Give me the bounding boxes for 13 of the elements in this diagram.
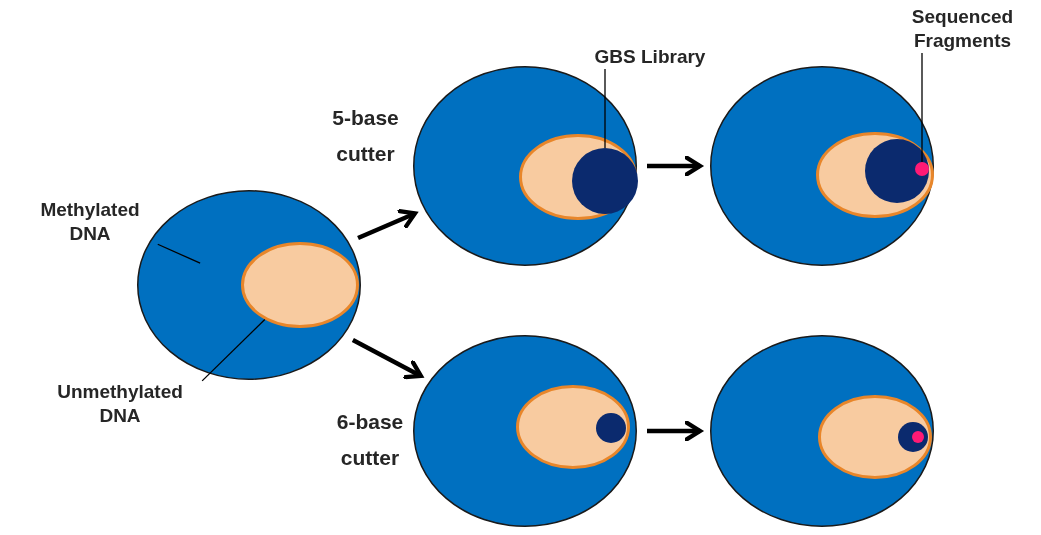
arrow [351,337,423,380]
shape-label: Methylated DNA [39,198,141,246]
edge-label: 5-base cutter [331,105,400,167]
leader-line [921,52,923,163]
leader-line [604,68,606,149]
arrow [647,420,703,442]
leader-line [157,243,201,264]
shape-label: Unmethylated DNA [56,380,184,428]
shape-label: Sequenced Fragments [910,5,1015,53]
arrow [357,208,418,241]
edge-label: 6-base cutter [335,409,405,471]
shape-label: GBS Library [594,45,706,69]
arrow [647,155,703,177]
